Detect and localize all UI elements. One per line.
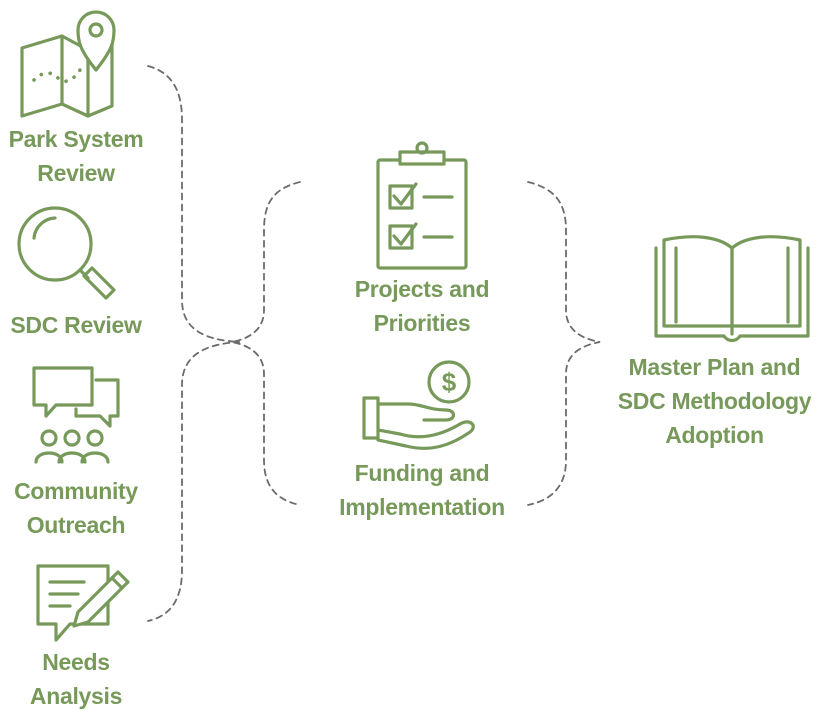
label-line: Projects and [354, 276, 490, 302]
label-community-outreach: Community Outreach [0, 474, 152, 542]
label-line: SDC Methodology [617, 388, 812, 414]
note-pencil-icon [36, 564, 130, 642]
label-line: Adoption [665, 422, 764, 448]
label-projects-priorities: Projects and Priorities [322, 272, 522, 340]
label-line: Master Plan and [628, 354, 801, 380]
label-line: SDC Review [10, 312, 142, 338]
middle-left-brace-connector [231, 181, 301, 506]
label-line: Analysis [29, 683, 123, 709]
middle-right-brace-connector [527, 181, 601, 506]
label-funding-implementation: Funding and Implementation [322, 456, 522, 524]
clipboard-checklist-icon [376, 141, 468, 270]
hand-coin-icon [362, 360, 475, 450]
label-line: Needs [42, 649, 110, 675]
map-pin-icon [20, 10, 116, 118]
label-line: Community [14, 478, 138, 504]
label-park-system-review: Park System Review [0, 122, 152, 190]
coin-dollar-symbol: $ [442, 367, 457, 397]
magnifying-glass-icon [17, 206, 116, 300]
community-chat-icon [32, 366, 120, 464]
label-line: Outreach [26, 512, 126, 538]
label-line: Park System [8, 126, 144, 152]
label-sdc-review: SDC Review [0, 308, 152, 342]
label-master-plan: Master Plan and SDC Methodology Adoption [612, 350, 817, 452]
label-line: Funding and [354, 460, 490, 486]
label-needs-analysis: Needs Analysis [0, 645, 152, 711]
label-line: Priorities [373, 310, 471, 336]
label-line: Review [37, 160, 115, 186]
left-brace-connector [147, 65, 241, 622]
open-book-icon [654, 235, 810, 343]
label-line: Implementation [339, 494, 505, 520]
